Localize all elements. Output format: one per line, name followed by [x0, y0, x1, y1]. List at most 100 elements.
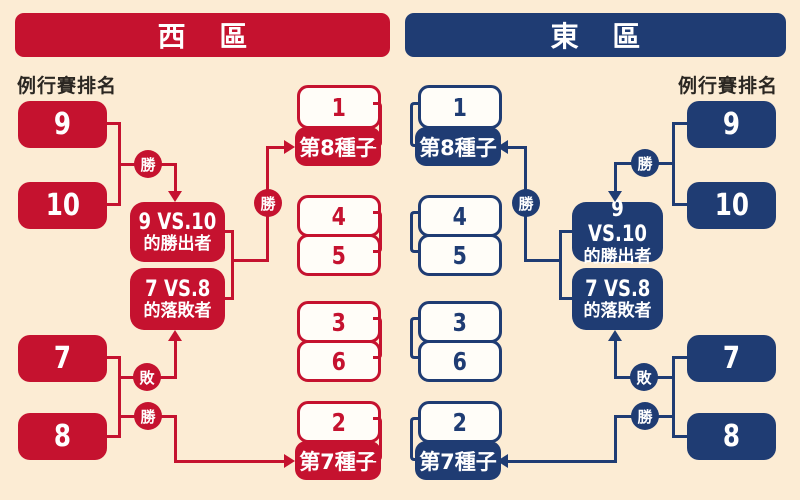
connector-line — [231, 230, 234, 300]
arrow-right-icon — [284, 454, 295, 468]
connector-line — [107, 122, 120, 125]
west-rank-7-box: 7 — [18, 335, 107, 382]
west-rank-9-box: 9 — [18, 101, 107, 148]
connector-line — [507, 146, 524, 149]
east-conference-header: 東 區 — [405, 13, 786, 57]
connector-line — [174, 460, 285, 463]
west-slot-seed2-value: 2 — [331, 407, 347, 437]
connector-line — [559, 230, 562, 300]
connector-line — [107, 356, 120, 359]
connector-line — [524, 259, 559, 262]
east-badge-win-7v8: 勝 — [631, 402, 659, 430]
east-rank-10-value: 10 — [714, 188, 749, 223]
east-slot-seed3-value: 3 — [452, 307, 468, 337]
west-slot-seed3-value: 3 — [331, 307, 347, 337]
west-rank-9-value: 9 — [53, 107, 72, 142]
connector-line — [231, 259, 269, 262]
east-slot-seed1: 1 — [418, 85, 502, 129]
arrow-right-icon — [284, 140, 295, 154]
east-slot-seed2: 2 — [418, 401, 502, 443]
west-slot-seed2: 2 — [297, 401, 381, 443]
arrow-left-icon — [497, 454, 508, 468]
west-slot-seed4-value: 4 — [331, 201, 347, 231]
west-slot-seed1: 1 — [297, 85, 381, 129]
west-slot-seed4: 4 — [297, 195, 381, 237]
west-rank-10-value: 10 — [45, 188, 80, 223]
east-7v8-loser-line2: 的落敗者 — [583, 300, 652, 321]
west-slot-seed5: 5 — [297, 234, 381, 276]
east-rank-7-box: 7 — [687, 335, 776, 382]
east-slot-seed3: 3 — [418, 301, 502, 343]
west-rank-10-box: 10 — [18, 182, 107, 229]
pair-bracket-2v7 — [410, 417, 419, 461]
west-badge-lose-7v8: 敗 — [133, 363, 161, 391]
east-9v10-winner-line2: 的勝出者 — [583, 246, 652, 267]
arrow-left-icon — [497, 140, 508, 154]
east-rank-9-box: 9 — [687, 101, 776, 148]
east-slot-seed4: 4 — [418, 195, 502, 237]
connector-line — [266, 146, 285, 149]
east-7v8-loser-box: 7 VS.8 的落敗者 — [572, 268, 663, 330]
connector-line — [673, 122, 687, 125]
east-rank-9-value: 9 — [722, 107, 741, 142]
connector-line — [673, 435, 687, 438]
pair-bracket-1v8 — [373, 102, 382, 147]
connector-line — [118, 356, 121, 438]
east-slot-seed1-value: 1 — [452, 92, 468, 122]
east-rank-7-value: 7 — [722, 341, 741, 376]
east-slot-seed8: 第8種子 — [415, 127, 501, 166]
connector-line — [225, 297, 234, 300]
pair-bracket-1v8 — [410, 102, 419, 147]
west-slot-seed5-value: 5 — [331, 240, 347, 270]
west-9v10-winner-box: 9 VS.10 的勝出者 — [130, 202, 225, 262]
connector-line — [174, 341, 177, 379]
connector-line — [673, 203, 687, 206]
west-9v10-winner-line1: 9 VS.10 — [138, 209, 217, 235]
west-rank-8-value: 8 — [53, 419, 72, 454]
east-slot-seed5: 5 — [418, 234, 502, 276]
west-7v8-loser-box: 7 VS.8 的落敗者 — [130, 268, 225, 330]
connector-line — [174, 163, 177, 191]
connector-line — [507, 460, 617, 463]
west-badge-win-9v10: 勝 — [134, 150, 162, 178]
east-9v10-winner-box: 9 VS.10 的勝出者 — [572, 197, 663, 266]
arrow-down-icon — [168, 191, 182, 202]
arrow-down-icon — [608, 191, 622, 202]
west-conference-header: 西 區 — [15, 13, 390, 57]
east-badge-win-9v10: 勝 — [631, 149, 659, 177]
west-slot-seed3: 3 — [297, 301, 381, 343]
pair-bracket-2v7 — [373, 417, 382, 461]
connector-line — [107, 203, 120, 206]
arrow-up-icon — [168, 330, 182, 341]
west-slot-seed1-value: 1 — [331, 92, 347, 122]
west-slot-seed7: 第7種子 — [295, 441, 381, 480]
connector-line — [225, 230, 234, 233]
east-rank-8-value: 8 — [722, 419, 741, 454]
connector-line — [559, 230, 572, 233]
west-badge-win-advance: 勝 — [254, 189, 282, 217]
east-rank-10-box: 10 — [687, 182, 776, 229]
east-slot-seed6: 6 — [418, 340, 502, 382]
connector-line — [673, 356, 687, 359]
arrow-up-icon — [608, 330, 622, 341]
connector-line — [614, 415, 617, 463]
east-slot-seed7-value: 第7種子 — [419, 449, 497, 474]
pair-bracket-4v5 — [410, 211, 419, 253]
west-slot-seed8: 第8種子 — [295, 127, 381, 166]
east-slot-seed6-value: 6 — [452, 346, 468, 376]
east-badge-lose-7v8: 敗 — [630, 363, 658, 391]
east-7v8-loser-line1: 7 VS.8 — [584, 276, 651, 302]
connector-line — [107, 435, 120, 438]
east-slot-seed8-value: 第8種子 — [419, 135, 497, 160]
west-rank-7-value: 7 — [53, 341, 72, 376]
connector-line — [614, 162, 617, 191]
east-9v10-winner-line1: 9 VS.10 — [588, 196, 647, 248]
west-ranking-label: 例行賽排名 — [17, 75, 118, 97]
west-7v8-loser-line2: 的落敗者 — [143, 300, 212, 321]
west-slot-seed6-value: 6 — [331, 346, 347, 376]
pair-bracket-3v6 — [410, 317, 419, 359]
east-rank-8-box: 8 — [687, 413, 776, 460]
east-slot-seed7: 第7種子 — [415, 441, 501, 480]
east-ranking-label: 例行賽排名 — [677, 75, 778, 97]
east-slot-seed5-value: 5 — [452, 240, 468, 270]
